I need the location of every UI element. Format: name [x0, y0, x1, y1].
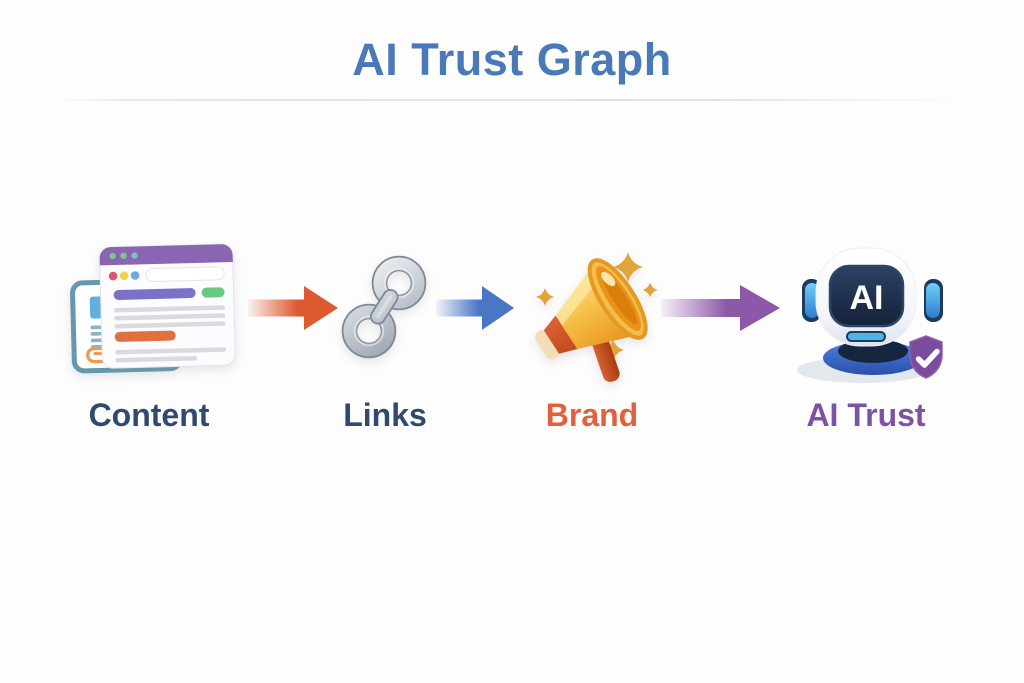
arrow-links-to-brand	[436, 286, 514, 330]
megaphone-icon	[535, 252, 658, 382]
megaphone-mouthpiece	[535, 330, 560, 360]
robot-mouth	[846, 331, 886, 342]
content-label: Content	[88, 397, 210, 433]
megaphone-handle	[592, 335, 620, 382]
brand-label: Brand	[545, 397, 639, 433]
robot-ear-right	[924, 279, 943, 322]
browser-window	[99, 243, 236, 369]
robot-shield-icon: AI	[797, 247, 943, 383]
arrow-content-to-links	[248, 286, 338, 330]
robot-screen	[828, 264, 905, 328]
robot-screen-text: AI	[850, 279, 884, 317]
arrow-brand-to-ai-trust	[661, 285, 780, 331]
window-title-bar	[99, 244, 233, 266]
page-title: AI Trust Graph	[352, 34, 672, 85]
shield-check-icon	[909, 335, 943, 379]
chain-ring-bottom	[341, 303, 397, 359]
links-label: Links	[343, 397, 427, 433]
title-divider	[56, 99, 961, 101]
chain-knot	[370, 289, 399, 325]
address-bar	[145, 266, 225, 283]
browser-windows-icon	[70, 243, 236, 374]
megaphone	[535, 258, 648, 382]
chain-link-icon	[341, 255, 427, 359]
chain-ring-top	[371, 255, 427, 311]
ai-trust-label: AI Trust	[806, 397, 926, 433]
